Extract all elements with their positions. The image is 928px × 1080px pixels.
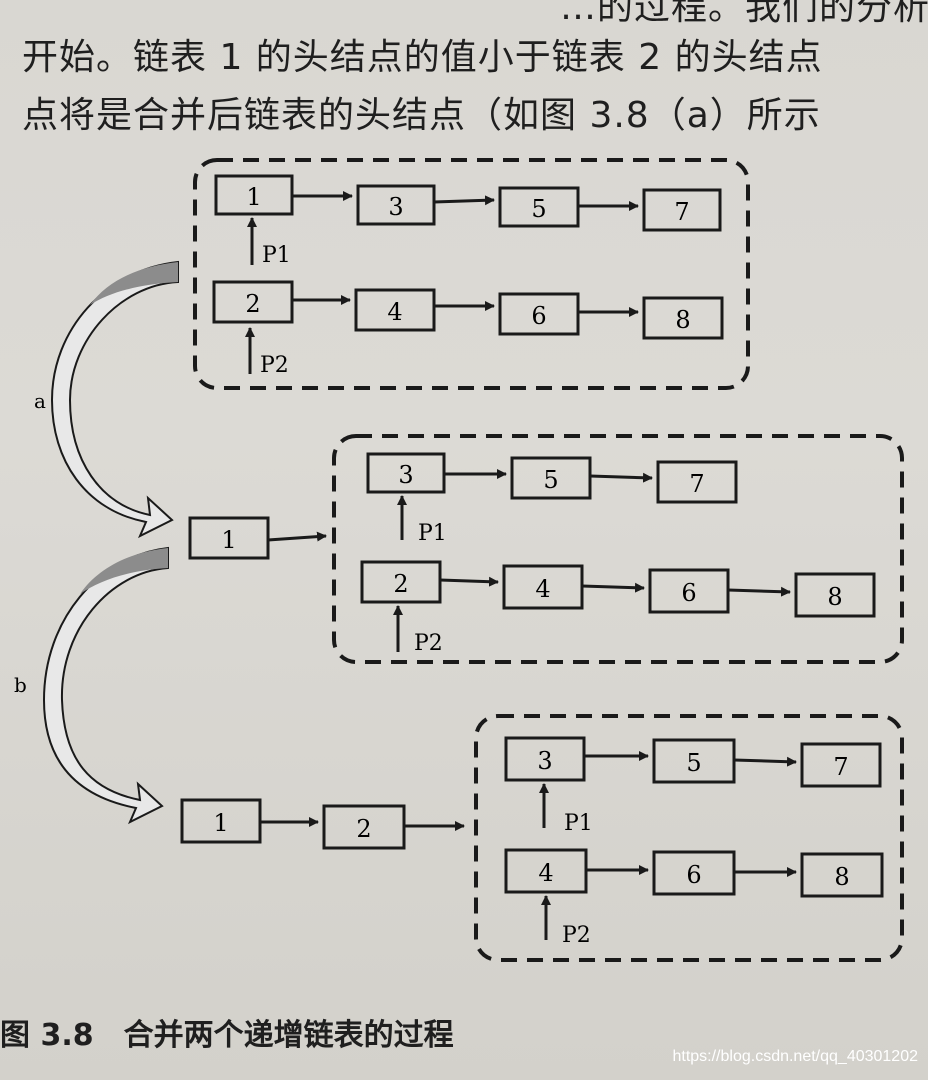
curved-arrow-a — [50, 260, 179, 539]
svg-text:6: 6 — [531, 302, 546, 330]
svg-text:8: 8 — [827, 583, 842, 611]
stage3-node: 7 — [800, 742, 882, 788]
pointer-p1-label: P1 — [418, 521, 447, 546]
stage2-node: 7 — [656, 460, 738, 504]
stage2-dashed-frame — [332, 434, 904, 664]
svg-text:5: 5 — [543, 466, 558, 494]
step-b-label: b — [14, 673, 27, 697]
figure-number: 图 3.8 — [0, 1018, 94, 1053]
stage2-node: 4 — [502, 564, 584, 610]
svg-text:6: 6 — [686, 861, 701, 889]
stage2-node: 2 — [360, 560, 442, 604]
svg-text:7: 7 — [689, 470, 704, 498]
body-text-line-0: …的过程。我们的分析 — [560, 0, 928, 28]
svg-text:2: 2 — [356, 815, 371, 843]
svg-text:3: 3 — [398, 461, 413, 489]
pointer-p1-label: P1 — [564, 811, 593, 836]
stage3-dashed-frame — [474, 714, 904, 962]
figure-title: 合并两个递增链表的过程 — [123, 1018, 454, 1053]
stage3-node: 5 — [652, 738, 736, 784]
curved-arrow-b — [42, 546, 169, 825]
svg-text:7: 7 — [833, 753, 848, 781]
pointer-p2-label: P2 — [562, 923, 591, 948]
pointer-p2-label: P2 — [260, 353, 289, 378]
stage3-merged-node: 1 — [180, 798, 262, 844]
stage2-node: 6 — [648, 568, 730, 614]
svg-text:2: 2 — [245, 290, 260, 318]
stage1-node: 2 — [212, 280, 294, 324]
svg-text:1: 1 — [213, 809, 228, 837]
svg-text:1: 1 — [246, 183, 261, 211]
stage3-node: 6 — [652, 850, 736, 896]
figure-caption: 图 3.8 合并两个递增链表的过程 — [0, 1010, 454, 1054]
stage2-merged-node: 1 — [188, 516, 270, 560]
stage3-node: 8 — [800, 852, 884, 898]
pointer-p1-label: P1 — [262, 243, 291, 268]
stage2-node: 8 — [794, 572, 876, 618]
stage1-node: 5 — [498, 186, 580, 228]
pointer-p2-label: P2 — [414, 631, 443, 656]
svg-text:5: 5 — [531, 195, 546, 223]
svg-text:3: 3 — [537, 747, 552, 775]
svg-text:4: 4 — [387, 298, 402, 326]
stage1-dashed-frame — [193, 158, 750, 390]
body-text-line-1: 开始。链表 1 的头结点的值小于链表 2 的头结点 — [22, 37, 823, 78]
stage1-node: 8 — [642, 296, 724, 340]
svg-text:8: 8 — [834, 863, 849, 891]
stage1-node: 1 — [214, 174, 294, 216]
stage1-node: 7 — [642, 188, 722, 232]
step-a-label: a — [34, 389, 46, 413]
svg-text:7: 7 — [674, 198, 689, 226]
stage3-merged-node: 2 — [322, 804, 406, 850]
stage3-node: 3 — [504, 736, 586, 782]
body-text-line-2: 点将是合并后链表的头结点（如图 3.8（a）所示 — [22, 95, 821, 136]
stage1-node: 6 — [498, 292, 580, 336]
svg-text:8: 8 — [675, 306, 690, 334]
stage2-node: 3 — [366, 452, 446, 494]
svg-text:4: 4 — [538, 859, 553, 887]
svg-text:1: 1 — [221, 526, 236, 554]
svg-text:5: 5 — [686, 749, 701, 777]
stage3-node: 4 — [504, 848, 588, 894]
stage1-node: 3 — [356, 184, 436, 226]
svg-text:4: 4 — [535, 575, 550, 603]
svg-text:6: 6 — [681, 579, 696, 607]
watermark-url: https://blog.csdn.net/qq_40301202 — [672, 1048, 918, 1065]
stage1-node: 4 — [354, 288, 436, 332]
stage2-node: 5 — [510, 456, 592, 500]
svg-text:3: 3 — [388, 193, 403, 221]
svg-text:2: 2 — [393, 570, 408, 598]
